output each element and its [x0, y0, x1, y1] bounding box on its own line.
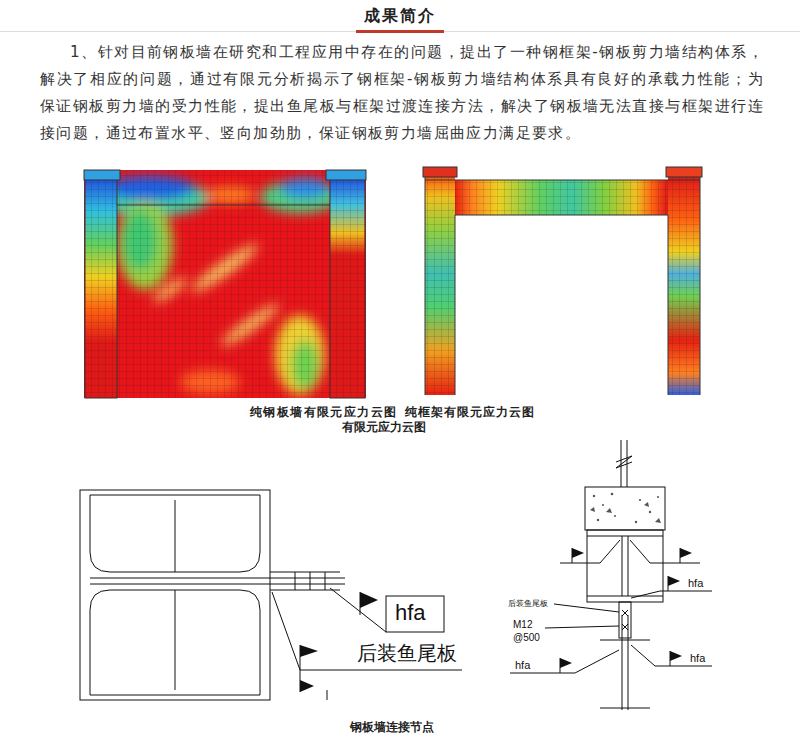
- bolt-spacing-label: @500: [513, 632, 540, 643]
- part-label: 后装鱼尾板: [357, 640, 457, 667]
- figure-caption: 纯钢板墙有限元应力云图: [250, 404, 397, 421]
- bolt-label: M12: [513, 619, 532, 630]
- figure-caption: 钢板墙连接节点: [350, 719, 434, 736]
- weld-symbol-label: hfa: [690, 652, 705, 664]
- weld-symbol-label: hfa: [688, 577, 703, 589]
- part-label: 后装鱼尾板: [508, 598, 548, 609]
- figure-caption: 有限元应力云图: [342, 419, 426, 436]
- body-paragraph: 1、针对目前钢板墙在研究和工程应用中存在的问题，提出了一种钢框架-钢板剪力墙结构…: [40, 39, 764, 147]
- weld-symbol-label: hfa: [515, 659, 530, 671]
- section-title: 成果简介: [364, 6, 436, 27]
- figure-caption: 纯框架有限元应力云图: [405, 404, 535, 421]
- weld-symbol-label: hfa: [395, 600, 426, 626]
